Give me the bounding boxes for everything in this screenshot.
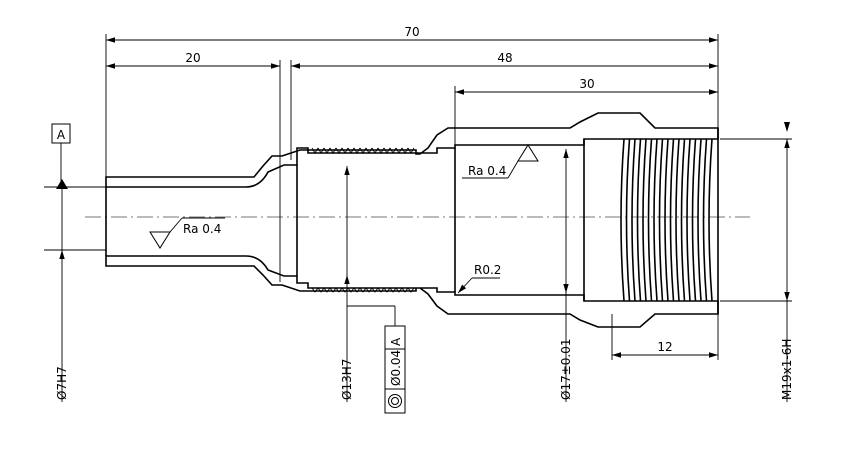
horizontal-dimensions (106, 37, 718, 358)
thread-tooth (347, 147, 355, 154)
thread-tooth (371, 147, 379, 154)
thread-tooth (395, 287, 403, 293)
thread-crest-line (647, 138, 653, 302)
dim-right-length: 48 (497, 51, 512, 65)
thread-tooth (389, 287, 397, 293)
thread-tooth (359, 147, 367, 154)
dim-left-length: 20 (185, 51, 200, 65)
internal-thread (620, 138, 713, 302)
thread-tooth (347, 287, 355, 293)
datum-marker (51, 123, 71, 181)
dim-mid-bore-diameter: Ø13H7 (340, 359, 354, 400)
thread-crest-line (697, 138, 702, 302)
diameter-dimensions (56, 122, 790, 402)
extension-lines (44, 34, 792, 360)
thread-tooth (323, 147, 331, 154)
bore-outlines (105, 128, 719, 314)
thread-tooth (317, 287, 325, 293)
thread-crest-line (658, 138, 664, 302)
thread-tooth (329, 147, 337, 154)
tolerance-datum: A (389, 337, 403, 346)
thread-tooth (383, 147, 391, 154)
thread-tooth (317, 147, 325, 154)
dim-overall-length: 70 (404, 25, 419, 39)
thread-tooth (377, 147, 385, 154)
datum-label: A (57, 128, 66, 142)
external-thread-teeth (311, 147, 415, 293)
thread-crest-line (642, 138, 647, 302)
thread-tooth (335, 287, 343, 293)
thread-tooth (401, 287, 409, 293)
thread-tooth (341, 147, 349, 154)
dim-large-bore-diameter: Ø17±0.01 (559, 339, 573, 401)
thread-tooth (353, 147, 361, 154)
fillet-radius: R0.2 (474, 263, 501, 277)
lower-wall-section (105, 255, 719, 328)
thread-crest-line (675, 138, 680, 302)
thread-crest-line (631, 138, 636, 302)
thread-tooth (389, 147, 397, 154)
thread-tooth (407, 287, 415, 293)
thread-tooth (359, 287, 367, 293)
thread-crest-line (686, 138, 691, 302)
thread-crest-line (653, 138, 658, 302)
thread-tooth (383, 287, 391, 293)
thread-crest-line (669, 138, 675, 302)
thread-tooth (311, 287, 319, 293)
thread-crest-line (680, 138, 686, 302)
thread-tooth (329, 287, 337, 293)
roughness-small-bore: Ra 0.4 (183, 222, 221, 236)
thread-crest-line (708, 138, 713, 302)
thread-tooth (377, 287, 385, 293)
thread-crest-line (691, 138, 697, 302)
thread-tooth (401, 147, 409, 154)
thread-crest-line (702, 138, 708, 302)
tolerance-frame (347, 305, 406, 414)
thread-tooth (407, 147, 415, 154)
thread-tooth (311, 147, 319, 154)
dim-thread-size: M19x1-6H (780, 339, 794, 400)
roughness-large-bore: Ra 0.4 (468, 164, 506, 178)
upper-wall-section (105, 112, 719, 188)
thread-crest-line (625, 138, 631, 302)
roughness-symbol-small-bore (149, 217, 225, 249)
thread-tooth (365, 287, 373, 293)
thread-tooth (371, 287, 379, 293)
thread-crest-line (620, 138, 625, 302)
thread-tooth (365, 147, 373, 154)
fillet-leader (457, 277, 500, 294)
roughness-symbol-large-bore (462, 144, 539, 179)
thread-crest-line (636, 138, 642, 302)
dim-bore-length: 30 (579, 77, 594, 91)
thread-tooth (353, 287, 361, 293)
thread-tooth (323, 287, 331, 293)
thread-crest-line (664, 138, 669, 302)
dim-thread-length: 12 (657, 340, 672, 354)
thread-tooth (335, 147, 343, 154)
dim-small-bore-diameter: Ø7H7 (55, 366, 69, 400)
thread-tooth (395, 147, 403, 154)
tolerance-value: Ø0.04 (389, 350, 403, 386)
